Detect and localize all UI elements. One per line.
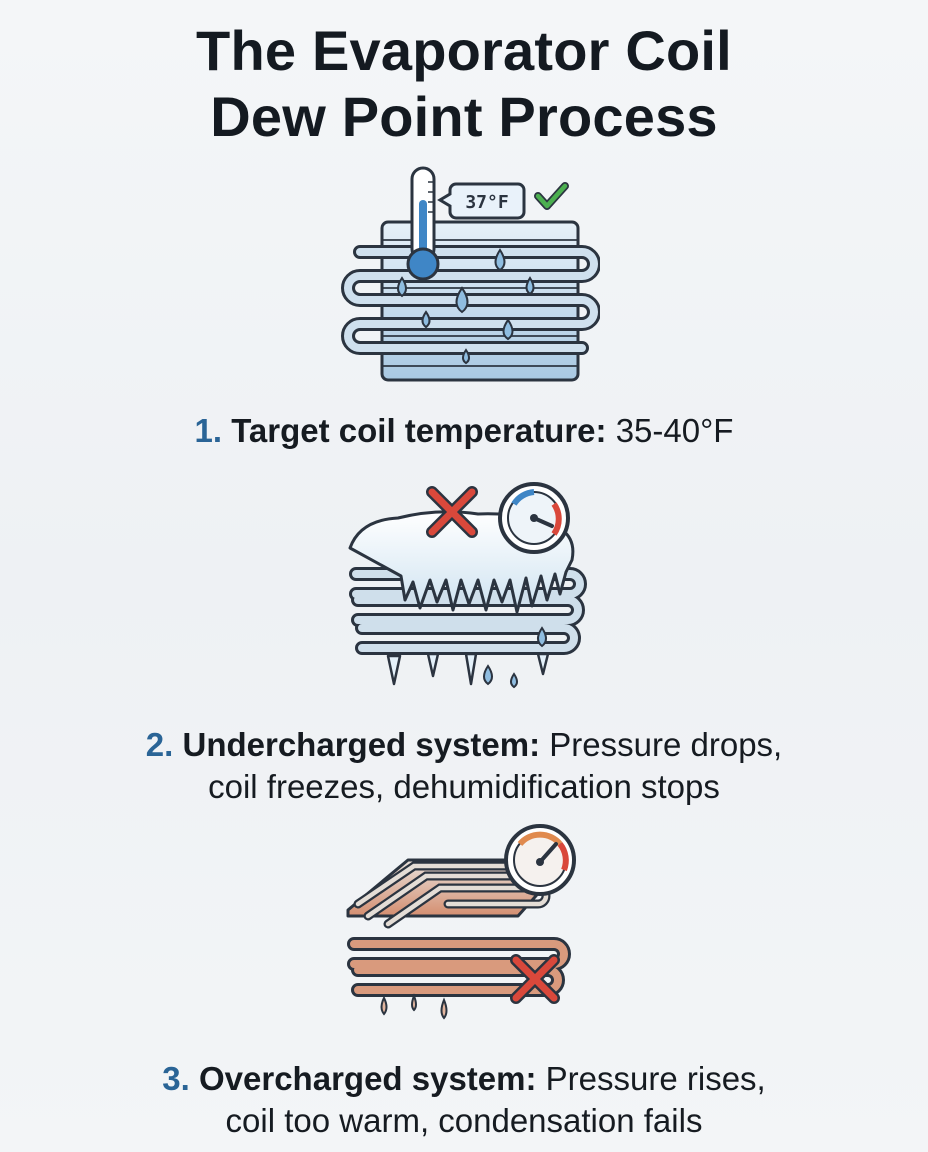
water-drop-icon [462, 348, 470, 365]
water-drop-icon [537, 626, 547, 648]
step-3: 3. Overcharged system: Pressure rises, c… [0, 1058, 928, 1142]
frozen-coil-icon [348, 482, 587, 689]
step-text-line-2: coil too warm, condensation fails [225, 1102, 703, 1139]
warm-coil-icon [346, 824, 576, 1020]
water-drop-icon [510, 672, 518, 689]
water-drop-icon [494, 248, 506, 272]
step-label: Target coil temperature: [231, 412, 607, 449]
step-label: Overcharged system: [198, 1060, 537, 1097]
cross-icon [510, 954, 560, 1004]
cross-icon [426, 486, 478, 538]
step-number: 3. [162, 1060, 190, 1097]
step-text: Pressure drops, [540, 726, 783, 763]
temperature-readout: 37°F [437, 182, 526, 220]
pressure-gauge-icon [504, 824, 576, 896]
water-drop-icon [421, 310, 431, 329]
page-title: The Evaporator Coil Dew Point Process [0, 18, 928, 150]
water-drop-icon [483, 664, 493, 686]
page-title-line-1: The Evaporator Coil [196, 19, 732, 82]
pressure-gauge-icon [498, 482, 570, 554]
step-text: 35-40°F [606, 412, 734, 449]
water-drop-icon [502, 318, 514, 341]
water-drop-icon [455, 286, 469, 314]
step-2: 2. Undercharged system: Pressure drops, … [0, 724, 928, 808]
thermometer-icon [406, 166, 440, 281]
step-number: 1. [194, 412, 223, 449]
water-drop-icon [397, 276, 407, 298]
step-1: 1. Target coil temperature: 35-40°F [0, 410, 928, 452]
step-text: Pressure rises, [536, 1060, 766, 1097]
step-text-line-2: coil freezes, dehumidification stops [208, 768, 720, 805]
water-drop-icon [525, 276, 535, 296]
temperature-readout-text: 37°F [465, 192, 508, 213]
step-label: Undercharged system: [182, 726, 541, 763]
page-title-line-2: Dew Point Process [210, 85, 718, 148]
cold-coil-thermometer-icon: 37°F [341, 166, 600, 382]
step-number: 2. [145, 726, 174, 763]
